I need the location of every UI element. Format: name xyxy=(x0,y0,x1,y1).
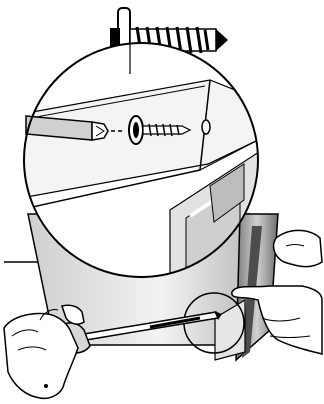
left-hand xyxy=(4,305,84,398)
screw-tip xyxy=(216,29,228,51)
pilot-hole xyxy=(202,120,210,134)
